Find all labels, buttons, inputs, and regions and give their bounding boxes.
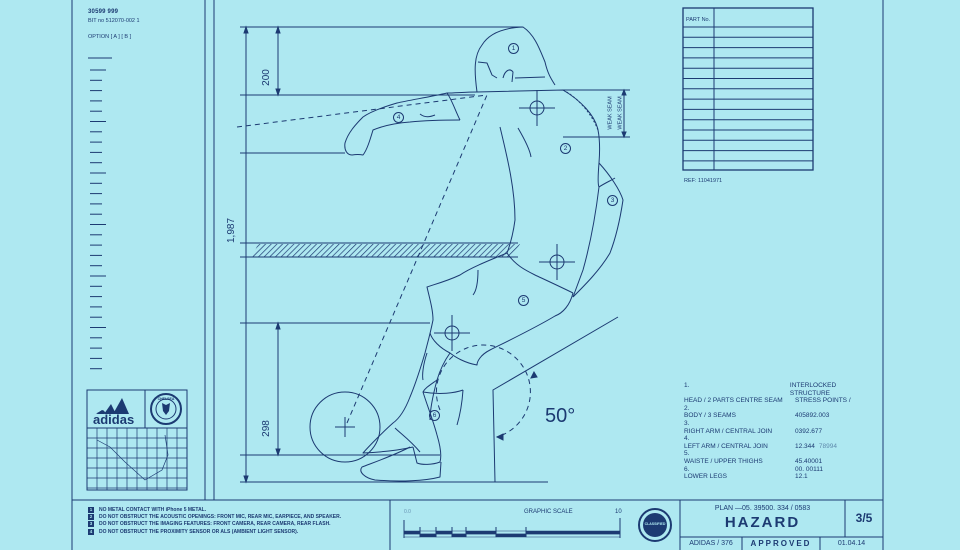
spec-value: 12.344 — [795, 442, 815, 450]
spec-row: BODY / 3 SEAMS 405892.003 — [684, 412, 874, 420]
adidas-wordmark: adidas — [93, 412, 135, 427]
parts-table — [682, 7, 814, 171]
note-number: 2 — [88, 514, 94, 521]
weak-seam-label: WEAK SEAM — [607, 96, 614, 130]
part-marker-2: 2 — [560, 143, 571, 154]
note-item: 1 NO METAL CONTACT WITH iPhone 5 METAL. — [88, 507, 341, 514]
maker: ADIDAS / 376 — [689, 540, 733, 547]
note-number: 3 — [88, 521, 94, 528]
note-number: 1 — [88, 507, 94, 513]
crosshairs — [434, 90, 575, 351]
part-marker-5: 5 — [518, 295, 529, 306]
spec-value: 405892.003 — [795, 412, 830, 420]
classified-stamp-icon — [638, 508, 672, 542]
note-text: NO METAL CONTACT WITH iPhone 5 METAL. — [99, 507, 207, 513]
spec-label: BODY / 3 SEAMS — [684, 412, 736, 420]
note-item: 4 DO NOT OBSTRUCT THE PROXIMITY SENSOR OR… — [88, 528, 341, 536]
graphic-scale — [403, 518, 621, 538]
note-item: 2 DO NOT OBSTRUCT THE ACOUSTIC OPENINGS: … — [88, 514, 341, 521]
crosshair-icon — [539, 244, 575, 280]
crosshair-icon — [434, 315, 470, 351]
spec-label: WAISTE / UPPER THIGHS — [684, 457, 763, 465]
part-marker-6: 6 — [429, 410, 440, 421]
spec-row: 2. — [684, 405, 874, 413]
chelsea-crest-icon — [150, 393, 182, 425]
sheet-number: 3/5 — [855, 511, 873, 525]
spec-label: LOWER LEGS — [684, 473, 727, 481]
drawing-title: HAZARD — [724, 514, 801, 531]
spec-label: HEAD / 2 PARTS CENTRE SEAM — [684, 397, 783, 405]
ball — [309, 391, 381, 463]
spec-value: STRESS POINTS / — [795, 397, 851, 405]
spec-row: 1. INTERLOCKED STRUCTURE — [684, 382, 874, 397]
spec-label: 6. — [684, 465, 690, 473]
spec-label: LEFT ARM / CENTRAL JOIN — [684, 442, 768, 450]
note-text: DO NOT OBSTRUCT THE ACOUSTIC OPENINGS: F… — [99, 514, 342, 521]
crosshair-icon — [519, 90, 555, 126]
note-text: DO NOT OBSTRUCT THE PROXIMITY SENSOR OR … — [99, 528, 299, 535]
logo-box — [86, 389, 188, 491]
hatched-seat-bar — [252, 244, 520, 257]
spec-label: 5. — [684, 450, 690, 458]
spec-label: 4. — [684, 435, 690, 443]
spec-value: 00. 00111 — [795, 465, 823, 473]
left-ruler — [90, 69, 106, 370]
spec-row: HEAD / 2 PARTS CENTRE SEAM STRESS POINTS … — [684, 397, 874, 405]
plan-number: PLAN —05. 39500. 334 / 0583 — [714, 505, 811, 512]
frame — [71, 0, 884, 550]
part-marker-3: 3 — [607, 195, 618, 206]
player-sketch-icon — [96, 434, 169, 481]
note-text: DO NOT OBSTRUCT THE IMAGING FEATURES: FR… — [99, 521, 331, 528]
spec-row: 5. — [684, 450, 874, 458]
spec-value: INTERLOCKED STRUCTURE — [789, 382, 837, 397]
spec-value-faint: 78994 — [818, 442, 837, 450]
bit-number: BIT no 512070-002 1 — [88, 18, 140, 24]
approval-status: APPROVED — [750, 539, 812, 548]
ref-number: REF: 11041971 — [684, 178, 723, 184]
chelsea-wordmark: CHELSEA — [157, 397, 175, 401]
dim-200: 200 — [260, 69, 272, 86]
weak-seam-label: WEAK SEAM — [617, 96, 624, 130]
spec-row: RIGHT ARM / CENTRAL JOIN 0392.677 — [684, 428, 874, 436]
player-figure — [344, 26, 624, 482]
spec-row: WAISTE / UPPER THIGHS 45.40001 — [684, 458, 874, 466]
dim-298: 298 — [260, 420, 272, 437]
seat-outline — [492, 316, 619, 483]
spec-row: LOWER LEGS 12.1 — [684, 473, 874, 481]
spec-label: 1. — [684, 382, 690, 389]
adidas-logo-icon — [96, 398, 129, 414]
weak-seam-dimension — [563, 88, 630, 139]
part-marker-4: 4 — [393, 112, 404, 123]
spec-value: 0392.677 — [795, 427, 823, 435]
scale-end: 10 — [615, 509, 622, 515]
spec-label: 3. — [684, 419, 690, 427]
dim-total: 1,987 — [226, 217, 238, 244]
note-number: 4 — [88, 528, 94, 535]
stamp-text: CLASSIFIED — [644, 522, 666, 526]
spec-label: RIGHT ARM / CENTRAL JOIN — [684, 427, 773, 435]
spec-value: 45.40001 — [795, 457, 823, 465]
spec-row: 6. 00. 00111 — [684, 466, 874, 474]
drawing-code: 30599 999 — [88, 9, 119, 15]
note-item: 3 DO NOT OBSTRUCT THE IMAGING FEATURES: F… — [88, 521, 341, 528]
scale-label: GRAPHIC SCALE — [524, 509, 573, 515]
scale-start: 0.0 — [404, 509, 411, 515]
spec-label: 2. — [684, 404, 690, 412]
sight-lines — [236, 94, 531, 438]
angle-label: 50° — [545, 405, 576, 427]
spec-row: 4. — [684, 435, 874, 443]
date: 01.04.14 — [837, 540, 866, 547]
spec-row: 3. — [684, 420, 874, 428]
option-label: OPTION [ A ] [ B ] — [88, 34, 132, 40]
part-no-header: PART No. — [686, 17, 711, 23]
part-marker-1: 1 — [508, 43, 519, 54]
spec-value: 12.1 — [795, 473, 808, 481]
